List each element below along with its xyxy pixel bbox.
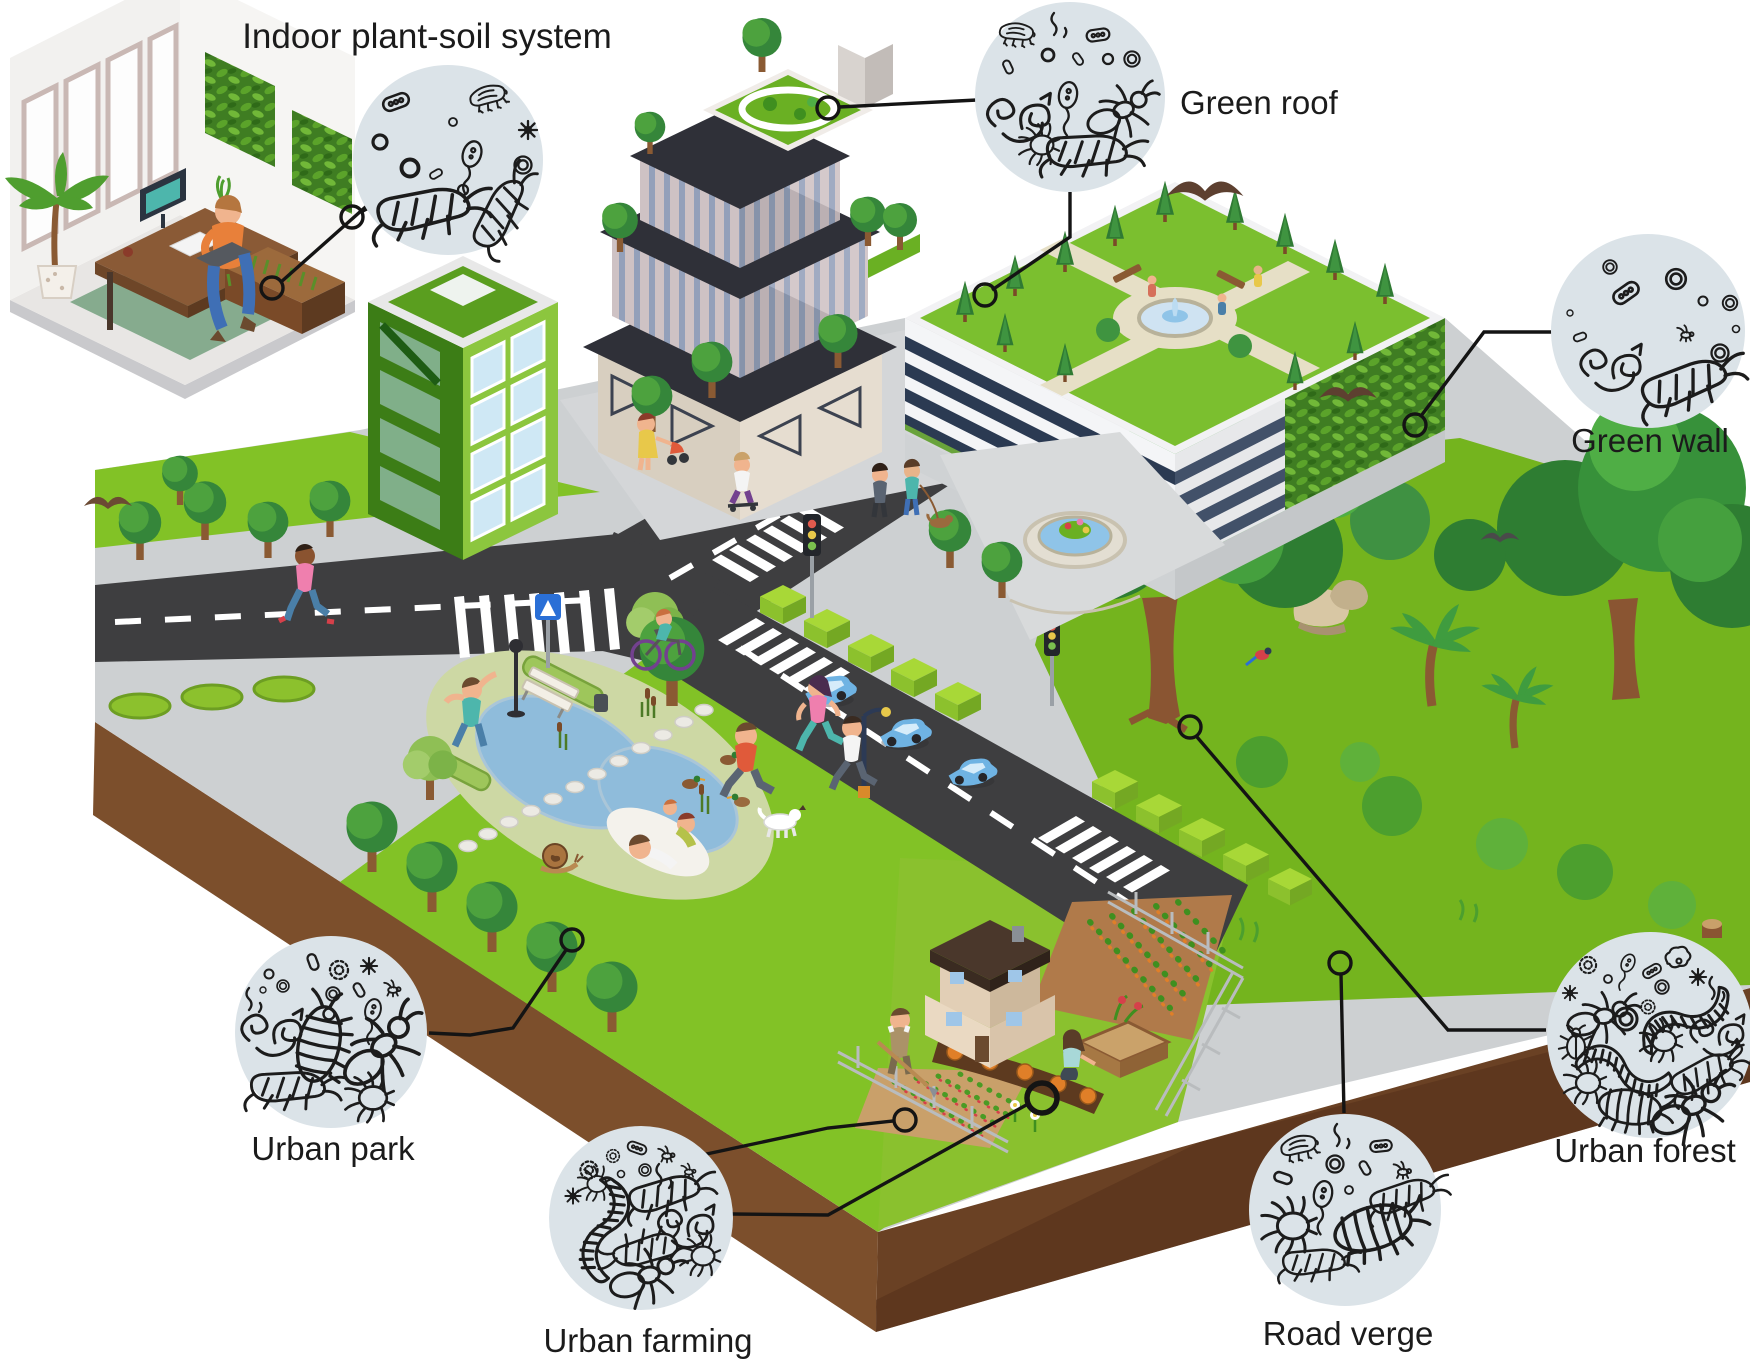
marker-ring	[892, 1107, 918, 1133]
marker-ring	[1402, 412, 1428, 438]
crosswalk-sign	[535, 594, 561, 668]
dog-park	[757, 805, 806, 838]
marker-ring	[259, 275, 285, 301]
callout-circle	[1551, 234, 1745, 428]
tree-trunk	[1608, 598, 1640, 700]
snail	[540, 843, 584, 874]
tree-trunk	[1142, 596, 1180, 724]
people-dog-walkers	[871, 458, 953, 528]
label-road-verge: Road verge	[1263, 1315, 1434, 1352]
callout-urban-forest	[1547, 932, 1750, 1154]
person-stroller	[637, 413, 689, 471]
callout-urban-farming	[549, 1126, 733, 1315]
callout-circle	[1547, 932, 1750, 1138]
person-jogger	[277, 544, 335, 625]
person-farmer	[876, 1007, 938, 1098]
person-runner-man1	[719, 722, 775, 798]
grass-left-strip	[95, 432, 600, 548]
leader-lines	[259, 95, 1553, 1217]
label-green-roof: Green roof	[1180, 84, 1339, 121]
marker-ring	[972, 282, 998, 308]
callout-circle	[353, 65, 543, 255]
callout-road-verge	[1249, 1114, 1455, 1306]
parrot	[1245, 647, 1272, 667]
rocks	[1293, 580, 1368, 636]
raised-bed	[1076, 994, 1172, 1078]
label-urban-forest: Urban forest	[1554, 1132, 1736, 1169]
potted-plant	[5, 152, 109, 299]
marker-ring	[339, 204, 365, 230]
fungal-spore-icon	[359, 956, 379, 976]
marker-ring	[1177, 714, 1203, 740]
roof-cypresses	[956, 180, 1394, 390]
indoor-room-scene	[5, 0, 355, 399]
person-runner-man2	[828, 715, 878, 791]
roof-benches	[1112, 264, 1246, 289]
marker-ring	[1327, 950, 1353, 976]
person-gardener	[1060, 1029, 1096, 1080]
person-stretching	[443, 671, 498, 748]
roof-people	[1147, 265, 1263, 315]
street-planters	[108, 675, 316, 720]
trash-bin	[594, 694, 608, 712]
plaza	[940, 432, 1225, 640]
people	[277, 413, 1096, 1098]
indoor-green-panel	[205, 52, 275, 167]
callout-green-roof	[975, 2, 1171, 193]
indoor-green-panel	[292, 110, 352, 214]
label-urban-park: Urban park	[251, 1130, 415, 1167]
person-cyclist	[630, 608, 696, 671]
marker-ring	[815, 95, 841, 121]
green-wall-facade	[1285, 318, 1445, 510]
farmhouse	[925, 920, 1055, 1068]
fungal-spore-icon	[517, 119, 539, 141]
monitor	[140, 168, 186, 228]
callout-circle	[975, 2, 1165, 192]
family-on-lawn	[606, 799, 710, 877]
person-skateboarder	[727, 451, 759, 512]
fungal-spore-icon	[1561, 984, 1579, 1002]
marker-ring	[559, 927, 585, 953]
label-green-wall: Green wall	[1571, 422, 1729, 459]
stepping-stones	[458, 703, 714, 853]
callout-indoor	[353, 65, 558, 265]
green-building	[368, 256, 558, 560]
label-indoor-plant-soil-system: Indoor plant-soil system	[242, 17, 612, 56]
carrot-plot	[1032, 895, 1232, 1040]
label-urban-farming: Urban farming	[543, 1322, 752, 1359]
fungal-spore-icon	[1688, 967, 1708, 987]
marker-ring	[1024, 1080, 1060, 1116]
urban-farm-area	[837, 890, 1245, 1154]
traffic-light	[803, 514, 821, 618]
park-lamp	[507, 639, 525, 718]
park-bench	[521, 666, 580, 719]
stump	[1702, 919, 1722, 938]
callout-urban-park	[235, 936, 448, 1128]
callout-green-wall	[1551, 234, 1750, 428]
person-runner-woman	[795, 675, 845, 752]
city-scene	[84, 17, 1750, 1332]
ducks	[682, 751, 750, 807]
cattails	[557, 688, 710, 814]
person-at-desk	[196, 195, 256, 342]
